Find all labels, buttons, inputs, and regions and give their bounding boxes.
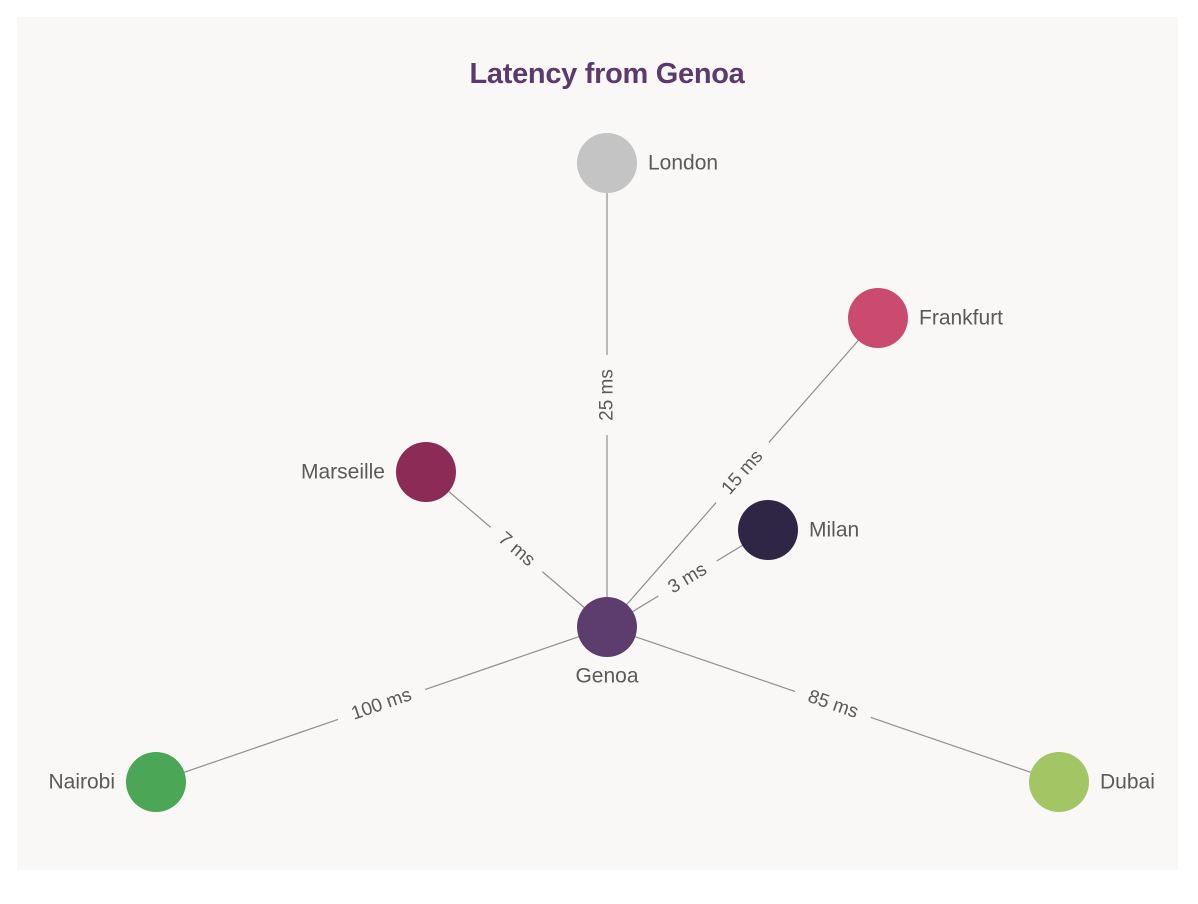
edges-layer: 25 ms 15 ms 7 ms 3 ms 100 ms 85 ms — [155, 163, 1060, 783]
edge-latency-label-nairobi: 100 ms — [349, 684, 415, 724]
node-nairobi[interactable] — [126, 752, 186, 812]
node-label-nairobi: Nairobi — [48, 771, 115, 794]
node-label-london: London — [648, 152, 718, 175]
edge-line-dubai — [870, 716, 1060, 783]
node-label-dubai: Dubai — [1100, 771, 1155, 794]
edge-line-nairobi — [424, 626, 608, 691]
edge-line-nairobi — [155, 718, 339, 783]
node-label-milan: Milan — [809, 519, 859, 542]
node-london[interactable] — [577, 133, 637, 193]
edge-latency-label-dubai: 85 ms — [805, 686, 861, 723]
node-label-genoa: Genoa — [575, 665, 638, 688]
edge-line-dubai — [606, 626, 796, 693]
edge-latency-label-frankfurt: 15 ms — [718, 446, 768, 499]
node-label-marseille: Marseille — [301, 461, 385, 484]
node-frankfurt[interactable] — [848, 288, 908, 348]
edge-latency-label-marseille: 7 ms — [494, 528, 539, 571]
node-milan[interactable] — [738, 500, 798, 560]
edge-latency-label-milan: 3 ms — [664, 559, 710, 598]
node-genoa[interactable] — [577, 597, 637, 657]
node-dubai[interactable] — [1029, 752, 1089, 812]
node-marseille[interactable] — [396, 442, 456, 502]
edge-latency-label-london: 25 ms — [597, 369, 618, 421]
node-label-frankfurt: Frankfurt — [919, 307, 1003, 330]
diagram-title: Latency from Genoa — [469, 58, 745, 90]
